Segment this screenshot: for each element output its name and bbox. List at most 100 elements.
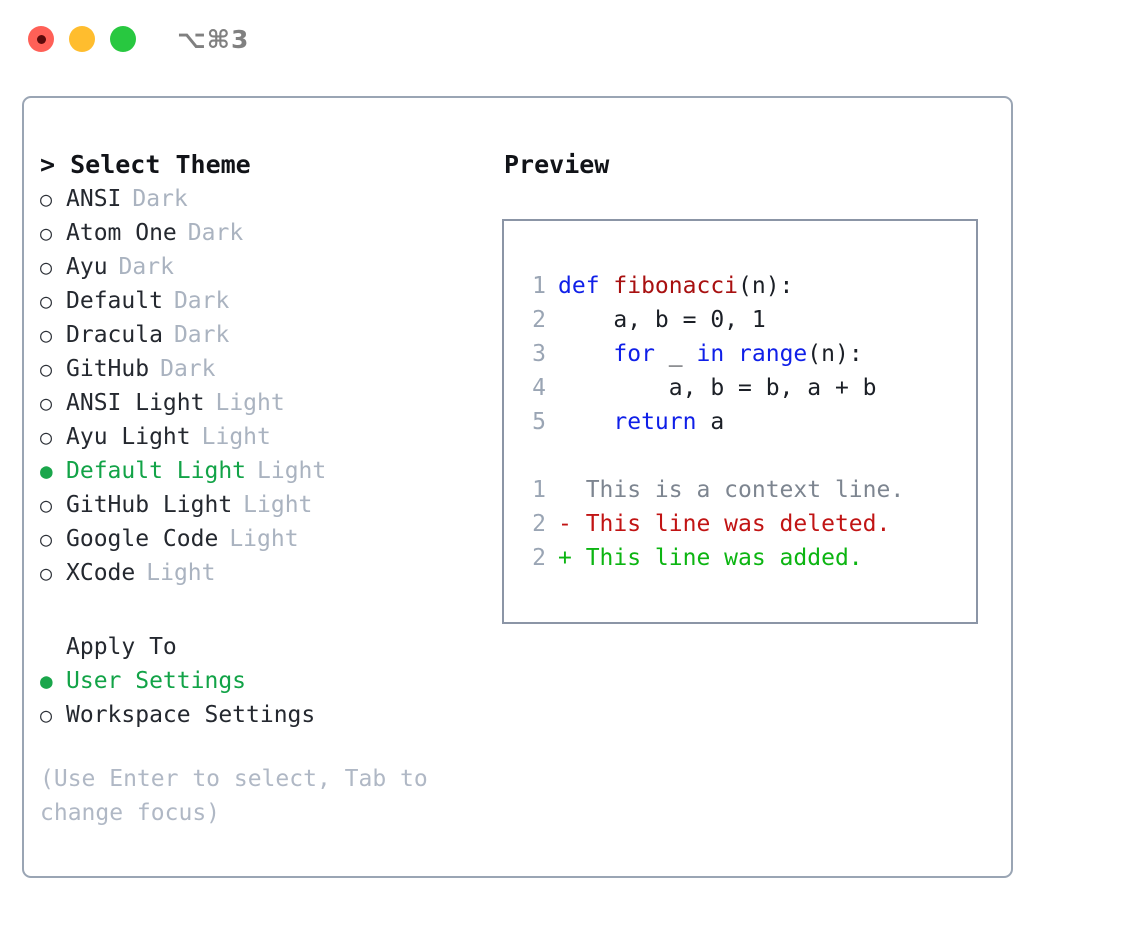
theme-option-github[interactable]: ○ GitHub Dark: [40, 352, 502, 386]
token-kw: def: [558, 273, 614, 299]
close-button[interactable]: [28, 26, 54, 52]
radio-unselected-icon[interactable]: ○: [40, 493, 53, 517]
radio-unselected-icon[interactable]: ○: [40, 527, 53, 551]
code-line: 3 for _ in range(n):: [504, 337, 976, 371]
theme-option-dracula[interactable]: ○ Dracula Dark: [40, 318, 502, 352]
token-kw: range: [738, 341, 808, 367]
theme-list-header: > Select Theme: [40, 150, 251, 179]
code-line: 2 a, b = 0, 1: [504, 303, 976, 337]
line-content: a, b = 0, 1: [558, 303, 766, 337]
apply-to-title: Apply To: [66, 634, 177, 660]
token-ctx: This is a context line.: [558, 477, 905, 503]
diff-line: 1 This is a context line.: [504, 473, 976, 507]
line-content: a, b = b, a + b: [558, 371, 877, 405]
radio-unselected-icon[interactable]: ○: [40, 561, 53, 585]
section-spacer: [40, 590, 502, 630]
theme-option-ayu[interactable]: ○ Ayu Dark: [40, 250, 502, 284]
theme-variant-badge: Light: [201, 424, 271, 450]
apply-to-option-label: User Settings: [66, 668, 247, 694]
line-content: + This line was added.: [558, 541, 863, 575]
token-kw: in: [696, 341, 725, 367]
radio-selected-icon[interactable]: ●: [40, 459, 53, 483]
theme-option-label: GitHub Light: [66, 492, 233, 518]
theme-option-label: Google Code: [66, 526, 219, 552]
theme-option-ayu-light[interactable]: ○ Ayu Light Light: [40, 420, 502, 454]
maximize-button[interactable]: [110, 26, 136, 52]
line-content: def fibonacci(n):: [558, 269, 793, 303]
theme-option-label: GitHub: [66, 356, 150, 382]
token-plain: a, b = b, a + b: [558, 375, 877, 401]
theme-option-github-light[interactable]: ○ GitHub Light Light: [40, 488, 502, 522]
line-number: 2: [532, 307, 546, 333]
radio-selected-icon[interactable]: ●: [40, 669, 53, 693]
theme-option-ansi-light[interactable]: ○ ANSI Light Light: [40, 386, 502, 420]
theme-variant-badge: Light: [257, 458, 327, 484]
theme-option-default-light[interactable]: ● Default Light Light: [40, 454, 502, 488]
theme-option-label: Ayu Light: [66, 424, 191, 450]
apply-to-option-user-settings[interactable]: ● User Settings: [40, 664, 502, 698]
theme-variant-badge: Dark: [118, 254, 174, 280]
theme-variant-badge: Dark: [160, 356, 216, 382]
line-content: return a: [558, 405, 724, 439]
token-plain: [558, 409, 613, 435]
line-number: 1: [532, 477, 546, 503]
line-number: 4: [532, 375, 546, 401]
token-plain: a, b = 0, 1: [558, 307, 766, 333]
radio-unselected-icon[interactable]: ○: [40, 425, 53, 449]
radio-unselected-icon[interactable]: ○: [40, 289, 53, 313]
line-content: This is a context line.: [558, 473, 905, 507]
theme-variant-badge: Dark: [173, 322, 230, 348]
token-plain: (n):: [807, 341, 863, 367]
token-plain: [724, 341, 738, 367]
radio-unselected-icon[interactable]: ○: [40, 391, 53, 415]
token-kw: return: [613, 409, 697, 435]
radio-unselected-icon[interactable]: ○: [40, 703, 53, 727]
radio-unselected-icon[interactable]: ○: [40, 357, 53, 381]
apply-to-option-workspace-settings[interactable]: ○ Workspace Settings: [40, 698, 502, 732]
line-content: - This line was deleted.: [558, 507, 890, 541]
theme-variant-badge: Dark: [132, 186, 188, 212]
theme-option-label: Ayu: [66, 254, 108, 280]
token-plain: [558, 341, 613, 367]
radio-unselected-icon[interactable]: ○: [40, 221, 53, 245]
theme-option-ansi[interactable]: ○ ANSI Dark: [40, 182, 502, 216]
line-number: 3: [532, 341, 546, 367]
token-plain: _: [654, 341, 697, 367]
code-line: 4 a, b = b, a + b: [504, 371, 976, 405]
token-add: + This line was added.: [558, 545, 863, 571]
theme-option-label: Dracula: [66, 322, 163, 348]
theme-variant-badge: Light: [243, 492, 313, 518]
theme-option-label: Default Light: [66, 458, 247, 484]
theme-option-label: ANSI: [66, 186, 122, 212]
theme-option-label: ANSI Light: [66, 390, 205, 416]
line-number: 1: [532, 273, 546, 299]
radio-unselected-icon[interactable]: ○: [40, 255, 53, 279]
code-line: 5 return a: [504, 405, 976, 439]
token-fn: fibonacci: [613, 273, 739, 299]
token-kw: for: [613, 341, 655, 367]
preview-title: Preview: [504, 150, 610, 179]
theme-variant-badge: Light: [146, 560, 216, 586]
theme-variant-badge: Light: [215, 390, 285, 416]
token-plain: a: [696, 409, 725, 435]
radio-unselected-icon[interactable]: ○: [40, 187, 53, 211]
line-number: 5: [532, 409, 546, 435]
minimize-button[interactable]: [69, 26, 95, 52]
diff-line: 2 + This line was added.: [504, 541, 976, 575]
apply-to-option-list: ● User Settings ○ Workspace Settings: [40, 664, 502, 732]
apply-to-option-label: Workspace Settings: [66, 702, 316, 728]
keyboard-hint-text: (Use Enter to select, Tab to change focu…: [40, 766, 442, 826]
keyboard-shortcut-label: ⌥⌘3: [177, 24, 250, 54]
line-number: 2: [532, 545, 546, 571]
line-number: 2: [532, 511, 546, 537]
radio-unselected-icon[interactable]: ○: [40, 323, 53, 347]
